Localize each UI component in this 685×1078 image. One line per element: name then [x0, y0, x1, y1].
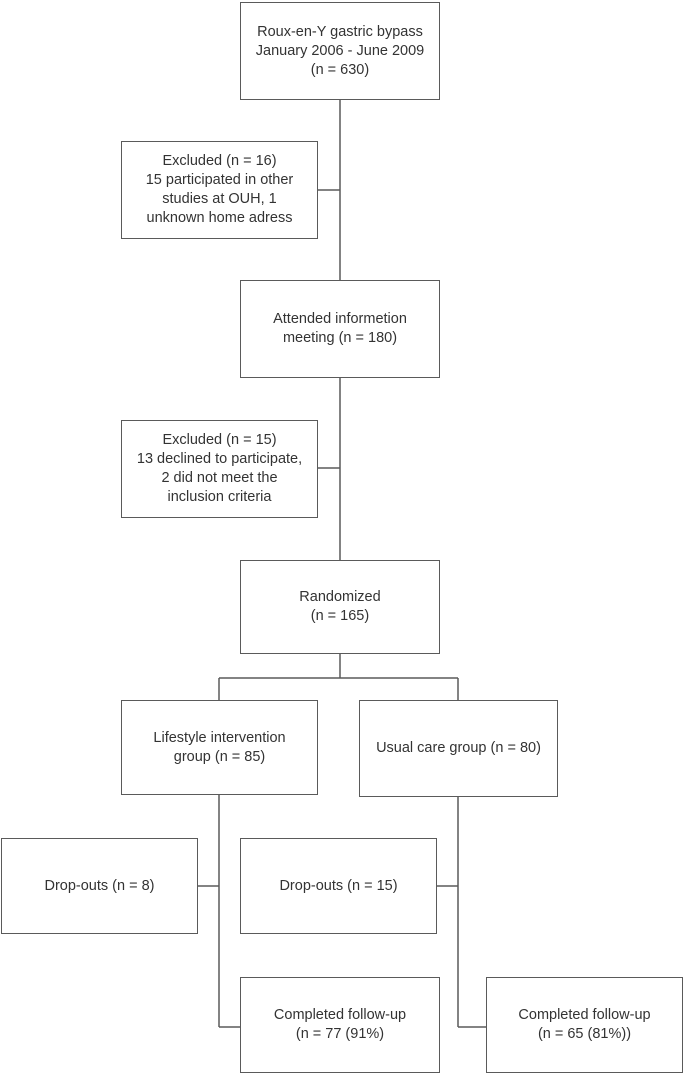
- box-source: Roux-en-Y gastric bypass January 2006 - …: [240, 2, 440, 100]
- box-excluded-1-line-3: studies at OUH, 1: [162, 191, 277, 207]
- box-excluded-2-line-1: Excluded (n = 15): [162, 432, 277, 448]
- box-lifestyle-group: Lifestyle intervention group (n = 85): [121, 700, 318, 795]
- box-excluded-1: Excluded (n = 16) 15 participated in oth…: [121, 141, 318, 239]
- box-completed-usual: Completed follow-up (n = 65 (81%)): [486, 977, 683, 1073]
- box-source-line-1: Roux-en-Y gastric bypass: [257, 23, 423, 40]
- box-excluded-2-line-3: 2 did not meet the: [161, 470, 278, 486]
- box-usual-care-group: Usual care group (n = 80): [359, 700, 558, 797]
- box-dropouts-lifestyle-line-1: Drop-outs (n = 8): [44, 877, 155, 894]
- box-completed-lifestyle-line-2: (n = 77 (91%): [295, 1026, 385, 1042]
- box-completed-usual-line-2: (n = 65 (81%)): [537, 1026, 632, 1042]
- box-lifestyle-group-line-2: group (n = 85): [173, 748, 266, 765]
- box-usual-care-group-line-1: Usual care group (n = 80): [376, 740, 541, 756]
- box-dropouts-usual-line-1: Drop-outs (n = 15): [279, 877, 398, 894]
- box-excluded-1-line-1: Excluded (n = 16): [162, 153, 277, 169]
- box-excluded-2-line-4: inclusion criteria: [167, 489, 272, 505]
- box-source-line-3: (n = 630): [310, 61, 370, 78]
- box-source-line-2: January 2006 - June 2009: [255, 42, 425, 59]
- box-randomized-line-1: Randomized: [299, 589, 381, 605]
- box-dropouts-usual: Drop-outs (n = 15): [240, 838, 437, 934]
- box-completed-usual-line-1: Completed follow-up: [518, 1007, 651, 1023]
- box-completed-lifestyle-line-1: Completed follow-up: [273, 1007, 407, 1023]
- box-attended: Attended informetion meeting (n = 180): [240, 280, 440, 378]
- box-excluded-2: Excluded (n = 15) 13 declined to partici…: [121, 420, 318, 518]
- box-randomized: Randomized (n = 165): [240, 560, 440, 654]
- box-excluded-1-line-2: 15 participated in other: [145, 172, 294, 188]
- box-attended-line-1: Attended informetion: [273, 311, 407, 327]
- box-dropouts-lifestyle: Drop-outs (n = 8): [1, 838, 198, 934]
- box-randomized-line-2: (n = 165): [310, 608, 370, 624]
- box-completed-lifestyle: Completed follow-up (n = 77 (91%): [240, 977, 440, 1073]
- box-lifestyle-group-line-1: Lifestyle intervention: [153, 729, 286, 746]
- box-attended-line-2: meeting (n = 180): [282, 330, 398, 346]
- box-excluded-2-line-2: 13 declined to participate,: [136, 451, 303, 467]
- box-excluded-1-line-4: unknown home adress: [146, 210, 293, 226]
